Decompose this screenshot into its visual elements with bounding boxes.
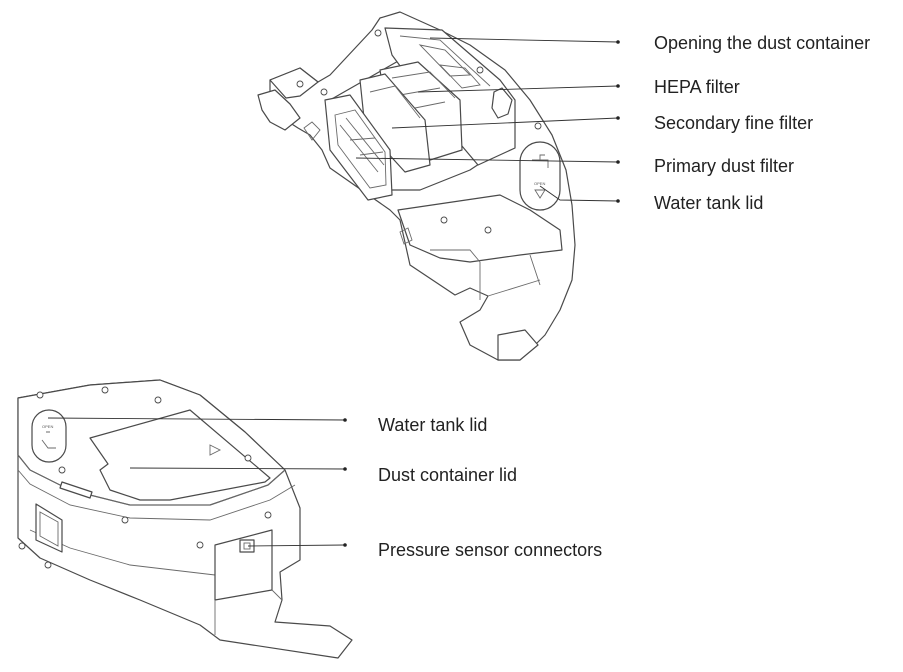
dust-container-lid-plate — [89, 409, 271, 501]
water-tank-lid-capsule-bottom — [31, 409, 67, 463]
svg-text:OPEN: OPEN — [42, 424, 53, 429]
label-secondary-fine-filter: Secondary fine filter — [654, 113, 814, 133]
label-water-tank-lid-bottom: Water tank lid — [378, 415, 488, 435]
water-tank-lid-capsule — [519, 141, 561, 211]
bottom-leader-lines — [47, 417, 347, 547]
label-primary-dust-filter: Primary dust filter — [654, 156, 795, 176]
top-leader-lines — [355, 37, 620, 203]
label-pressure-sensor-connectors: Pressure sensor connectors — [378, 540, 603, 560]
label-hepa-filter: HEPA filter — [654, 77, 740, 97]
dust-container-body-bottom: OPEN — [17, 379, 353, 659]
label-dust-container-lid: Dust container lid — [378, 465, 518, 485]
svg-text:OPEN: OPEN — [534, 181, 545, 186]
dust-container-body-top: OPEN — [257, 11, 576, 361]
label-opening-dust-container: Opening the dust container — [654, 33, 871, 53]
label-water-tank-lid-top: Water tank lid — [654, 193, 764, 213]
